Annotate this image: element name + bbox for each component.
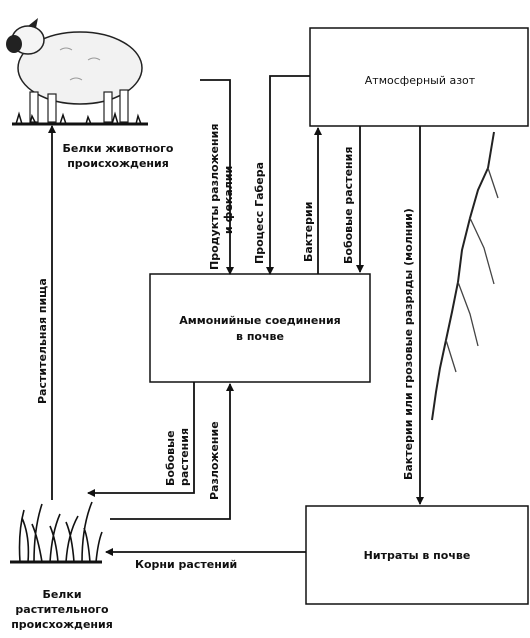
lightning-bolt-illustration [432, 132, 498, 420]
arrow-decay-products: Продукты разложения и фекалии [200, 80, 235, 274]
ammonium-line-2: в почве [236, 330, 284, 343]
box-nitrates: Нитраты в почве [306, 506, 528, 604]
arrow-plant-food: Растительная пища [36, 126, 52, 500]
arrow-legumes-left: Бобовые растения [88, 382, 194, 493]
animal-protein-line-2: происхождения [67, 157, 169, 170]
arrow-lightning: Бактерии или грозовые разряды (молнии) [402, 126, 420, 504]
lightning-label: Бактерии или грозовые разряды (молнии) [402, 208, 415, 480]
plant-roots-label: Корни растений [135, 558, 237, 571]
arrow-plant-roots: Корни растений [106, 552, 306, 571]
animal-protein-label: Белки животного происхождения [63, 142, 174, 170]
nitrates-label: Нитраты в почве [364, 549, 471, 562]
plant-protein-line-3: происхождения [11, 618, 113, 631]
decay-products-line-1: Продукты разложения [208, 124, 221, 270]
arrow-bacteria: Бактерии [302, 128, 318, 274]
decomposition-label: Разложение [208, 421, 221, 500]
legumes-left-line-1: Бобовые [164, 430, 177, 486]
plant-protein-label: Белки растительного происхождения [11, 588, 113, 631]
bacteria-label: Бактерии [302, 202, 315, 262]
sheep-illustration [6, 18, 142, 122]
plant-food-label: Растительная пища [36, 278, 49, 404]
plant-illustration [10, 502, 102, 562]
decay-products-line-2: и фекалии [222, 166, 235, 234]
haber-process-label: Процесс Габера [253, 162, 266, 264]
plant-protein-line-2: растительного [15, 603, 109, 616]
legumes-left-line-2: растения [178, 428, 191, 486]
plant-protein-line-1: Белки [42, 588, 81, 601]
box-atmospheric-nitrogen: Атмосферный азот [310, 28, 528, 126]
arrow-legumes-top: Бобовые растения [342, 126, 360, 272]
ammonium-line-1: Аммонийные соединения [179, 314, 340, 327]
animal-protein-line-1: Белки животного [63, 142, 174, 155]
atmospheric-nitrogen-label: Атмосферный азот [365, 74, 476, 87]
legumes-top-label: Бобовые растения [342, 147, 355, 264]
box-ammonium-compounds: Аммонийные соединения в почве [150, 274, 370, 382]
